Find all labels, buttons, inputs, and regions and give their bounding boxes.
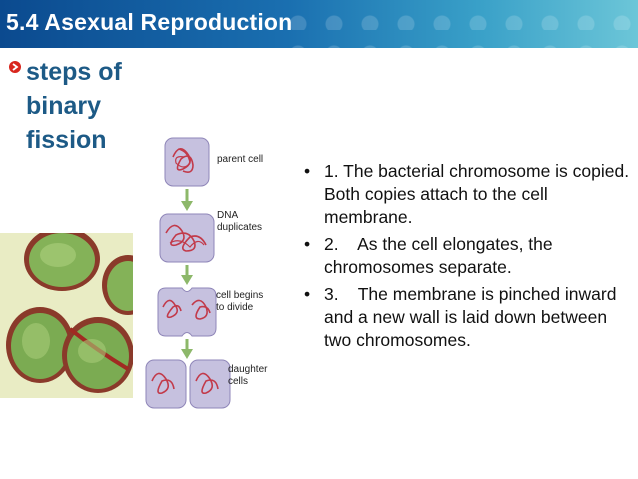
label-daughter-line2: cells: [228, 376, 249, 387]
label-cell-begins-to-divide: cell begins to divide: [216, 290, 263, 314]
bullet-dot: •: [304, 161, 311, 181]
bullet-text: 1. The bacterial chromosome is copied. B…: [324, 161, 630, 227]
bullet-list: • 1. The bacterial chromosome is copied.…: [300, 160, 630, 356]
bullet-dot: •: [304, 284, 311, 304]
bullet-item-3: • 3. The membrane is pinched inward and …: [300, 283, 630, 352]
bullet-text: 2. As the cell elongates, the chromosome…: [324, 234, 558, 277]
label-daughter-cells: daughter cells: [228, 364, 267, 388]
label-dna-duplicates: DNA duplicates: [217, 210, 262, 234]
label-parent-cell: parent cell: [217, 154, 264, 165]
bacteria-photo: [0, 227, 154, 398]
label-cell-begins-line2: to divide: [216, 302, 254, 313]
label-daughter-line1: daughter: [228, 364, 268, 375]
bullet-item-1: • 1. The bacterial chromosome is copied.…: [300, 160, 630, 229]
section-heading: steps of binary fission: [26, 58, 122, 154]
binary-fission-diagram: parent cell DNA duplicates cell begins t…: [140, 135, 290, 415]
bullet-item-2: • 2. As the cell elongates, the chromoso…: [300, 233, 630, 279]
red-bullet-icon: [9, 61, 21, 73]
label-dna-duplicates-line1: DNA: [217, 210, 239, 221]
bullet-dot: •: [304, 234, 311, 254]
header-texture: [278, 0, 638, 48]
label-dna-duplicates-line2: duplicates: [217, 222, 263, 233]
slide-title: 5.4 Asexual Reproduction: [6, 9, 293, 35]
bullet-text: 3. The membrane is pinched inward and a …: [324, 284, 622, 350]
slide-header: 5.4 Asexual Reproduction: [0, 0, 638, 48]
label-cell-begins-line1: cell begins: [216, 290, 264, 301]
